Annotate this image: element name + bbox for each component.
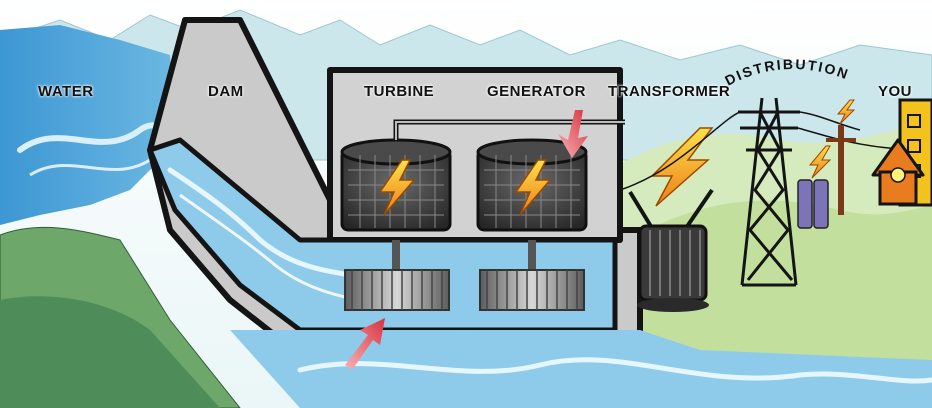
river-swirl — [297, 357, 932, 384]
shaft-left — [392, 240, 400, 270]
lightning-bolt-icon — [650, 127, 714, 207]
lightning-bolt-icon — [378, 159, 416, 216]
red-arrow-icon — [558, 110, 588, 158]
reservoir-water — [0, 25, 175, 225]
label-transformer: TRANSFORMER — [608, 83, 731, 100]
penstock-swirl-2 — [179, 193, 361, 302]
shaft-right — [528, 240, 536, 270]
lightning-bolt-icon — [836, 99, 856, 125]
label-you: YOU — [878, 83, 913, 100]
red-arrow-icon — [345, 318, 385, 370]
generator-cable-inner — [395, 121, 625, 140]
lightning-bolt-icon — [808, 145, 832, 179]
transmission-tower-icon — [738, 97, 800, 287]
label-water: WATER — [38, 83, 94, 100]
label-turbine: TURBINE — [364, 83, 435, 100]
hill-dark-left — [0, 296, 220, 408]
river-outflow — [230, 330, 932, 408]
label-generator: GENERATOR — [487, 83, 586, 100]
house-icon — [871, 138, 925, 206]
turbine-right — [479, 269, 585, 311]
utility-pole-icon — [797, 125, 856, 229]
penstock-swirl-1 — [167, 167, 353, 278]
label-dam: DAM — [208, 83, 244, 100]
turbine-left — [344, 269, 450, 311]
lightning-bolt-icon — [514, 159, 552, 216]
transformer-icon — [628, 188, 714, 312]
